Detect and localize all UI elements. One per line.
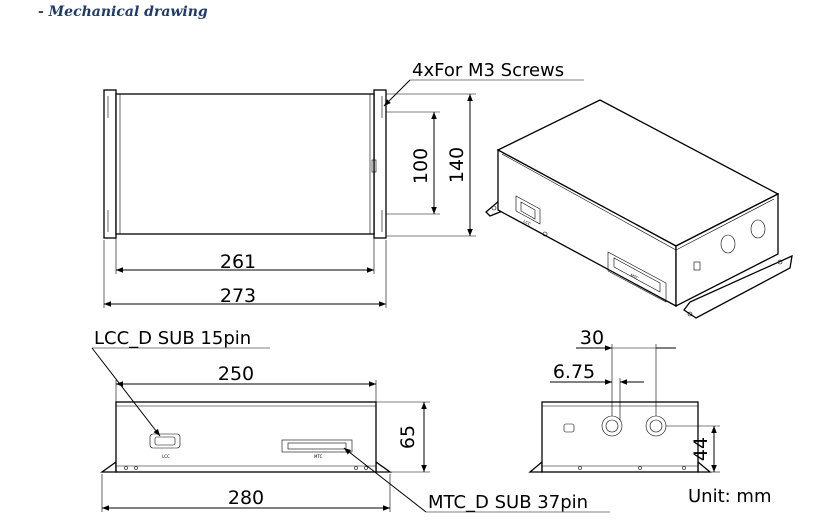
top-view: 261 273 100 140 4xFor M3 Screws: [103, 60, 584, 308]
dim-6-75: 6.75: [553, 361, 595, 383]
dim-280: 280: [228, 487, 264, 509]
dim-250: 250: [218, 363, 254, 385]
mtc-connector: [281, 439, 353, 453]
front-view-body: [115, 401, 377, 473]
dim-44: 44: [690, 437, 712, 461]
iso-mtc-label: MTC: [630, 272, 640, 280]
dim-100: 100: [410, 148, 432, 184]
front-view: LCC MTC 250 280 65 LCC_D SUB 15pin MTC_D…: [91, 328, 610, 513]
dim-140: 140: [446, 147, 468, 183]
lcc-connector: [149, 433, 181, 449]
left-flange: [103, 89, 117, 239]
dim-30: 30: [580, 327, 604, 349]
top-view-body: [115, 93, 375, 235]
dim-261: 261: [220, 251, 256, 273]
front-lcc-label: LCC: [162, 454, 170, 459]
front-mtc-label: MTC: [314, 454, 323, 459]
side-view: 30 6.75 44: [528, 327, 720, 473]
unit-label: Unit: mm: [688, 486, 772, 507]
lcc-callout: LCC_D SUB 15pin: [94, 328, 251, 349]
section-title: - Mechanical drawing: [38, 4, 208, 20]
iso-lcc-label: LCC: [523, 218, 532, 226]
mtc-callout: MTC_D SUB 37pin: [428, 492, 588, 513]
dim-273: 273: [220, 285, 256, 307]
screws-callout: 4xFor M3 Screws: [412, 60, 564, 81]
dim-65: 65: [397, 425, 419, 449]
isometric-view: LCC MTC: [485, 99, 793, 319]
iso-side-face: [675, 192, 779, 308]
